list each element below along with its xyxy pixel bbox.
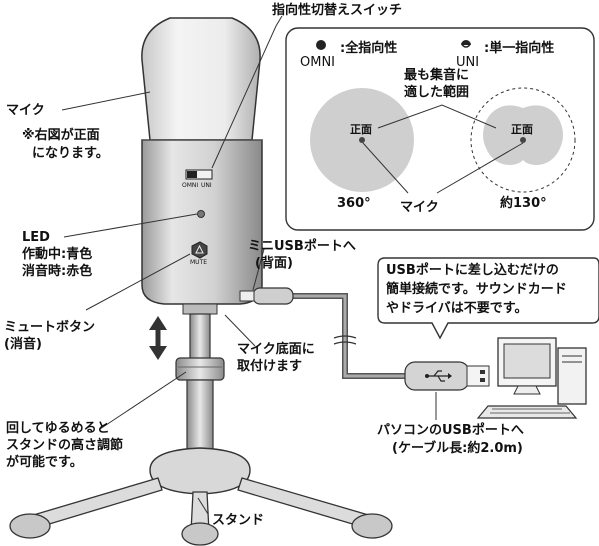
directivity-switch[interactable] xyxy=(185,169,213,180)
mute-text: MUTE xyxy=(190,259,208,266)
pc-illustration xyxy=(476,337,587,419)
mic-body xyxy=(141,139,263,305)
stand xyxy=(9,313,393,546)
deg-130-label: 約130° xyxy=(500,196,547,211)
mute-button-label: ミュートボタン xyxy=(4,320,96,335)
bottom-mount-line2: 取付けます xyxy=(237,359,303,374)
microphone xyxy=(141,17,263,315)
led-mute-label: 消音時:赤色 xyxy=(22,264,93,279)
omni-desc: :全指向性 xyxy=(340,41,398,56)
pc-port-line2: (ケーブル長:約2.0m) xyxy=(392,441,523,456)
mic-dot-left xyxy=(359,137,365,143)
stand-adjust-line1: 回してゆるめると xyxy=(6,421,110,436)
best-range-line2: 適した範囲 xyxy=(404,85,470,100)
best-range-line1: 最も集音に xyxy=(404,68,470,83)
deg-360-label: 360° xyxy=(337,196,371,211)
mic-note-line1: ※右図が正面 xyxy=(22,128,100,143)
mini-usb-line1: ミニUSBポートへ xyxy=(248,239,356,254)
mic-label: マイク xyxy=(6,103,45,118)
front-label-left: 正面 xyxy=(350,123,372,136)
led-indicator xyxy=(197,210,205,218)
stand-label: スタンド xyxy=(212,513,265,528)
height-adjust-ring[interactable] xyxy=(175,357,225,381)
led-active-label: 作動中:青色 xyxy=(22,247,93,262)
stand-adjust-line3: が可能です。 xyxy=(6,455,83,470)
switch-uni-label: UNI xyxy=(201,182,212,189)
switch-title: 指向性切替えスイッチ xyxy=(272,3,403,18)
led-label: LED xyxy=(22,230,50,245)
usb-cable xyxy=(239,287,490,391)
pc-port-line1: パソコンのUSBポートへ xyxy=(377,423,524,438)
usb-symbol-icon xyxy=(425,370,452,382)
mute-button[interactable] xyxy=(191,241,208,259)
mic-note-line2: になります。 xyxy=(32,146,109,161)
omni-label: OMNI xyxy=(300,55,336,70)
up-down-arrow-icon xyxy=(149,316,167,360)
bottom-mount-line1: マイク底面に xyxy=(237,342,315,357)
uni-desc: :単一指向性 xyxy=(484,41,555,56)
switch-omni-label: OMNI xyxy=(182,182,199,189)
mini-usb-plug xyxy=(252,287,294,305)
uni-icon xyxy=(461,40,471,45)
callout-line2: 簡単接続です。サウンドカード xyxy=(386,282,567,297)
mic-grille xyxy=(141,17,261,141)
uni-label: UNI xyxy=(456,55,480,70)
mic-dot-right xyxy=(520,137,526,143)
omni-icon xyxy=(316,40,326,50)
cardioid-pattern xyxy=(483,105,563,165)
callout-line3: やドライバは不要です。 xyxy=(386,301,528,316)
mic-small-label: マイク xyxy=(400,200,439,215)
mute-button-sub: (消音) xyxy=(4,337,42,352)
leader-lines xyxy=(61,15,437,515)
mini-usb-line2: (背面) xyxy=(255,256,293,271)
stand-adjust-line2: スタンドの高さ調節 xyxy=(6,438,124,453)
front-label-right: 正面 xyxy=(511,123,533,136)
callout-line1: USBポートに差し込むだけの xyxy=(386,263,559,278)
